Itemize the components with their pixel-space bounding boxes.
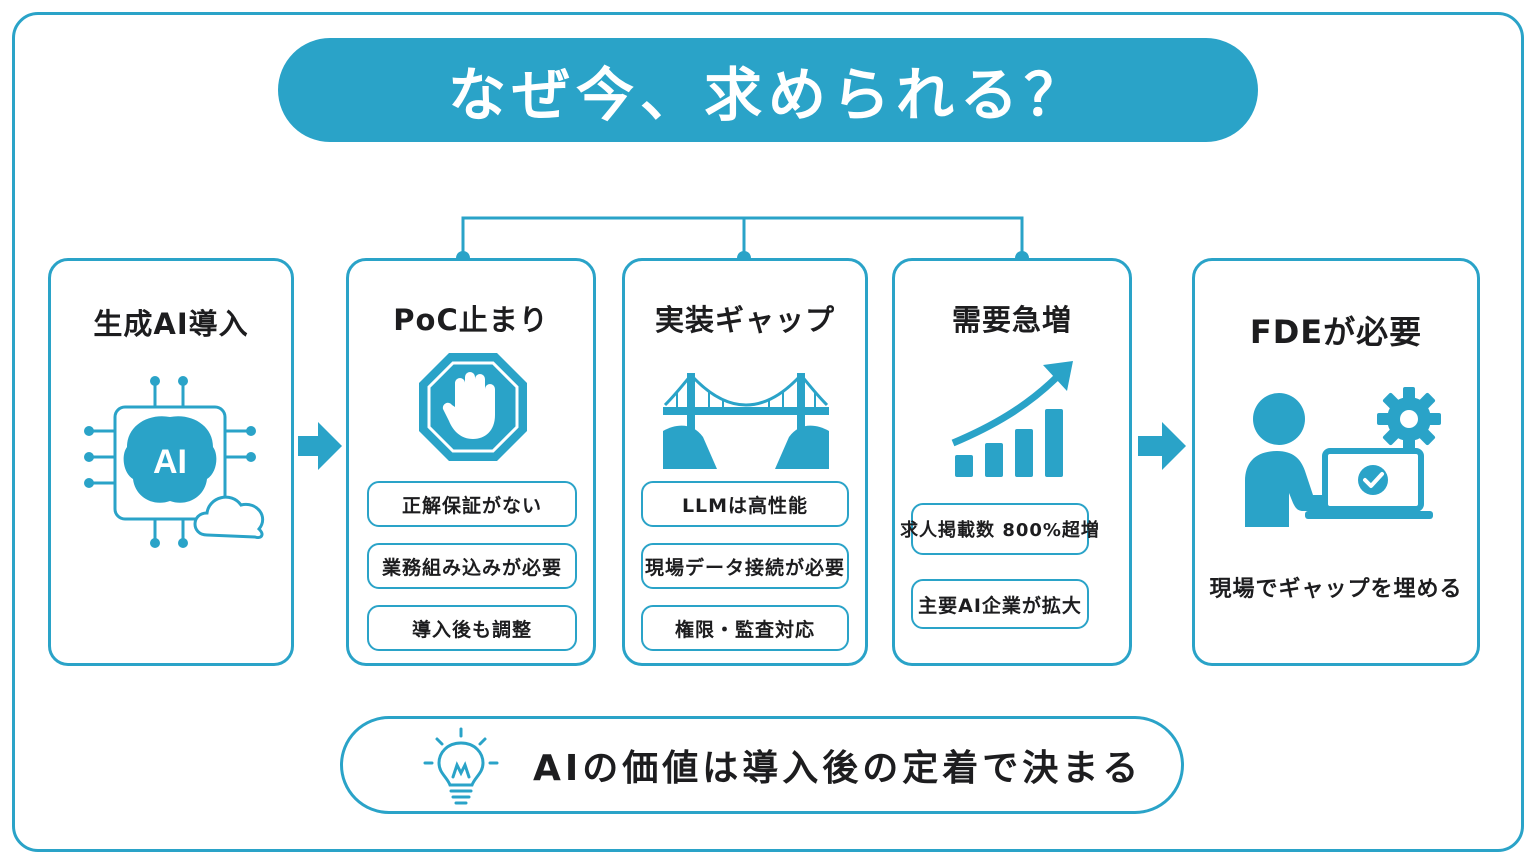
demand-pill: 主要AI企業が拡大 bbox=[911, 579, 1089, 629]
gap-pill: 権限・監査対応 bbox=[641, 605, 849, 651]
bridge-icon bbox=[663, 373, 829, 469]
card-fde-title: FDEが必要 bbox=[1249, 313, 1423, 351]
card-fde: FDEが必要 現場でギャップを埋める bbox=[1192, 258, 1480, 666]
growth-chart-icon bbox=[951, 361, 1073, 477]
page-title: なぜ今、求められる？ bbox=[278, 38, 1258, 142]
card-gen-ai-title: 生成AI導入 bbox=[93, 307, 249, 341]
poc-pill: 導入後も調整 bbox=[367, 605, 577, 651]
card-gap: 実装ギャップ LLMは高性能 現場データ接続が必要 権限・監査対応 bbox=[622, 258, 868, 666]
card-gap-title: 実装ギャップ bbox=[654, 303, 835, 337]
right-arrow-icon bbox=[1138, 422, 1186, 470]
right-arrow-icon bbox=[298, 422, 342, 470]
card-demand-title: 需要急増 bbox=[951, 303, 1072, 337]
card-gen-ai: 生成AI導入 AI bbox=[48, 258, 294, 666]
card-demand: 需要急増 求人掲載数 800%超増 主要AI企業が拡大 bbox=[892, 258, 1132, 666]
poc-pill: 業務組み込みが必要 bbox=[367, 543, 577, 589]
card-poc: PoC止まり 正解保証がない 業務組み込みが必要 導入後も調整 bbox=[346, 258, 596, 666]
fde-caption: 現場でギャップを埋める bbox=[1209, 577, 1463, 602]
demand-pill: 求人掲載数 800%超増 bbox=[900, 503, 1099, 555]
cloud-icon bbox=[193, 495, 265, 539]
gap-pill: LLMは高性能 bbox=[641, 481, 849, 527]
checkmark-icon bbox=[1358, 465, 1388, 495]
ai-chip-label: AI bbox=[153, 443, 187, 481]
bottom-message-bar: AIの価値は導入後の定着で決まる bbox=[340, 716, 1184, 814]
card-poc-title: PoC止まり bbox=[393, 303, 549, 337]
stop-hand-icon bbox=[419, 353, 527, 461]
poc-pill: 正解保証がない bbox=[367, 481, 577, 527]
gear-icon bbox=[1377, 387, 1441, 451]
ai-brain-chip-icon: AI bbox=[84, 376, 265, 548]
lightbulb-icon bbox=[423, 727, 499, 805]
bottom-message: AIの価値は導入後の定着で決まる bbox=[533, 748, 1143, 789]
person-laptop-icon bbox=[1245, 387, 1441, 527]
gap-pill: 現場データ接続が必要 bbox=[641, 543, 849, 589]
page-title-text: なぜ今、求められる？ bbox=[447, 61, 1088, 129]
